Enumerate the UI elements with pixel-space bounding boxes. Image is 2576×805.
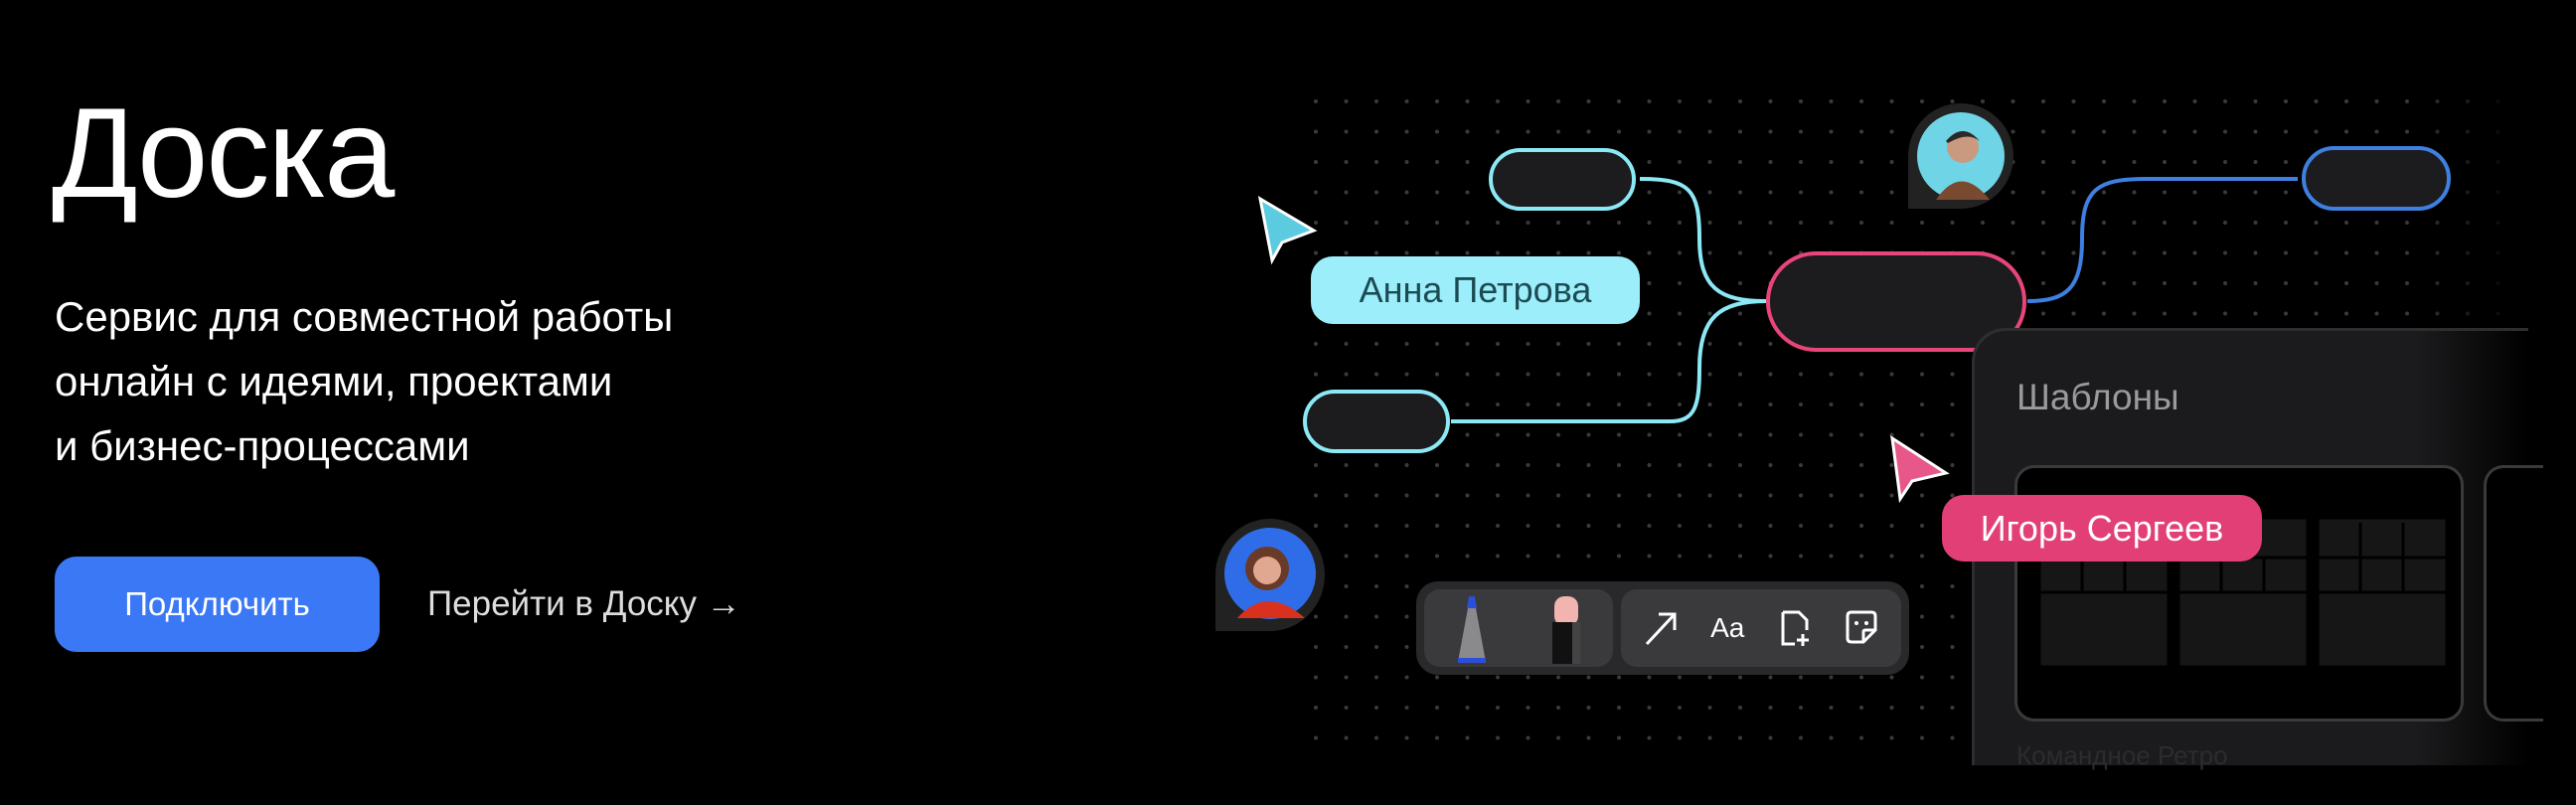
subtitle-line: и бизнес-процессами <box>55 422 470 469</box>
eraser-icon[interactable] <box>1535 589 1597 667</box>
sticker-icon[interactable] <box>1831 589 1892 667</box>
avatar <box>1215 519 1325 631</box>
goto-board-link[interactable]: Перейти в Доску → <box>427 584 741 623</box>
drawing-tools <box>1424 589 1613 667</box>
connector <box>1639 177 1767 303</box>
object-tools: Aa <box>1621 589 1901 667</box>
mindmap-node[interactable] <box>2302 146 2451 211</box>
template-card[interactable] <box>2014 465 2464 722</box>
templates-title: Шаблоны <box>2016 377 2179 417</box>
connector <box>2026 177 2298 303</box>
connect-button[interactable]: Подключить <box>55 557 380 652</box>
mindmap-node[interactable] <box>1303 390 1450 453</box>
mindmap-node[interactable] <box>1489 148 1636 211</box>
template-card[interactable] <box>2484 465 2543 722</box>
page-title: Доска <box>52 82 395 225</box>
template-name: Командное Ретро <box>2016 740 2228 770</box>
board-toolbar: Aa <box>1416 581 1909 675</box>
connector <box>1451 299 1767 423</box>
marker-icon[interactable] <box>1441 589 1503 667</box>
arrow-icon[interactable] <box>1630 589 1691 667</box>
cursor-icon <box>1890 434 1950 504</box>
text-icon[interactable]: Aa <box>1710 612 1745 643</box>
subtitle-line: онлайн с идеями, проектами <box>55 358 613 404</box>
avatar-man-icon <box>1917 112 2005 200</box>
add-file-icon[interactable] <box>1764 589 1826 667</box>
subtitle: Сервис для совместной работы онлайн с ид… <box>55 284 949 478</box>
subtitle-line: Сервис для совместной работы <box>55 293 674 340</box>
avatar <box>1908 103 2013 209</box>
cursor-label-igor: Игорь Сергеев <box>1942 495 2262 562</box>
cursor-label-anna: Анна Петрова <box>1311 256 1640 324</box>
templates-panel: Шаблоны Командное Ретро <box>1972 328 2543 770</box>
avatar-woman-icon <box>1224 528 1316 619</box>
cursor-icon <box>1257 196 1318 265</box>
